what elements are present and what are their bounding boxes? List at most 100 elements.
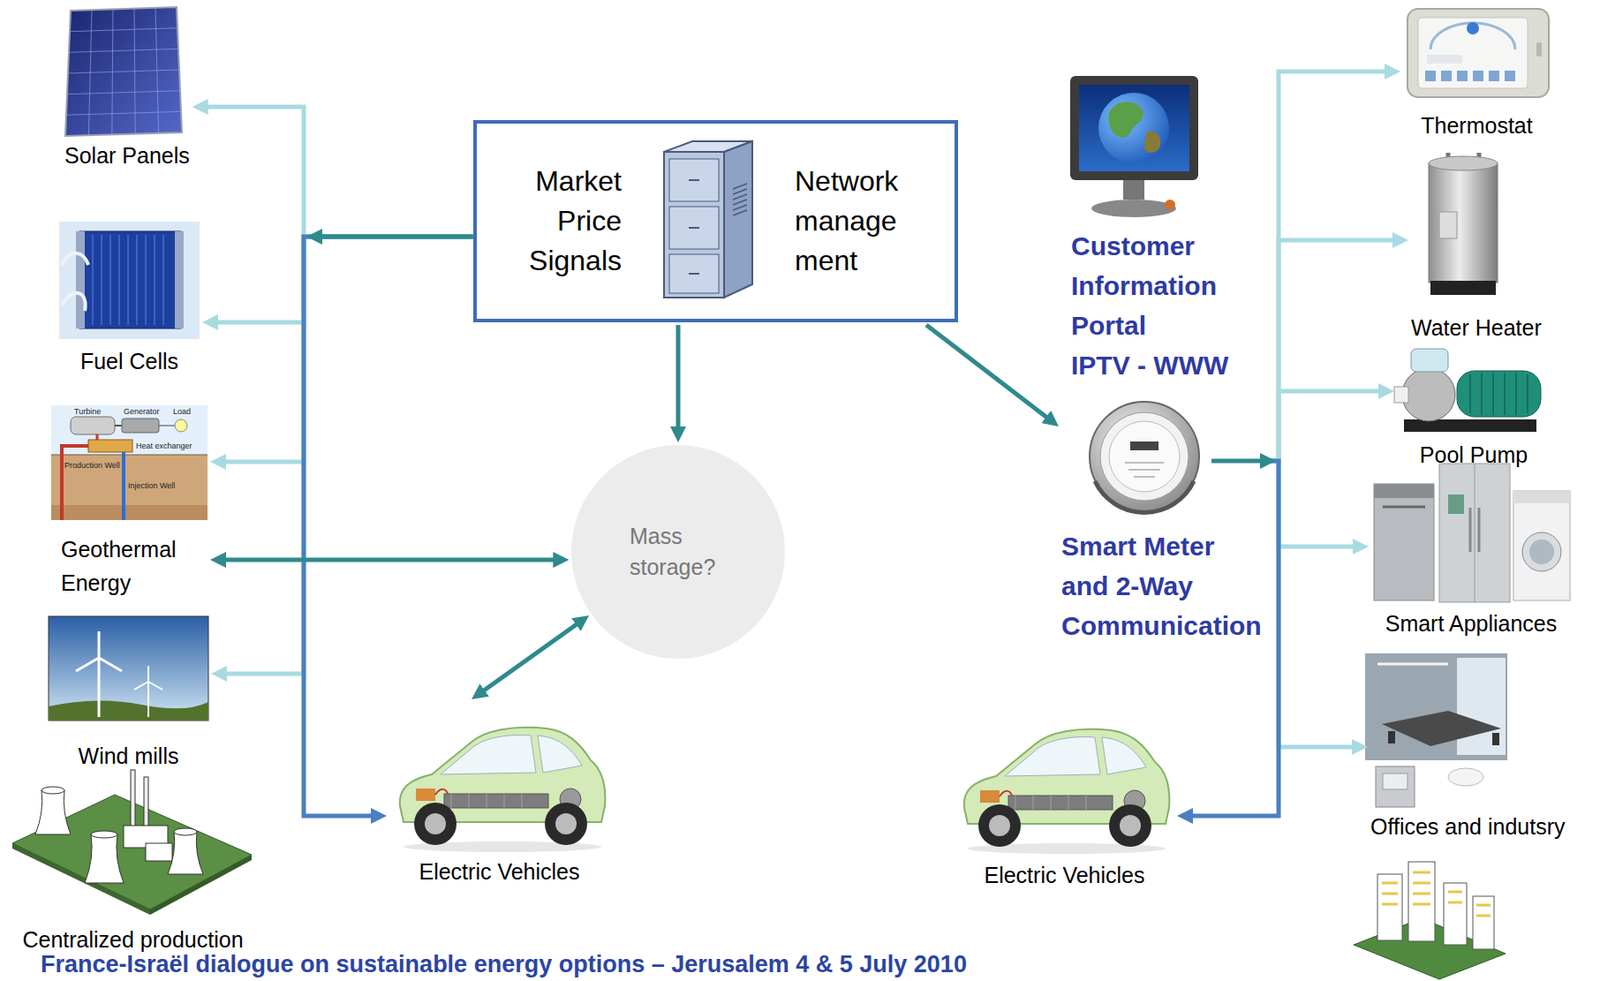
flow-arrow [220, 236, 474, 462]
circle-text: Mass storage? [629, 520, 727, 583]
water-heater-picture [1428, 152, 1498, 295]
geothermal-picture [174, 419, 188, 432]
thermostat-picture [1425, 70, 1436, 82]
vehicle-item: Electric Vehicles [954, 703, 1175, 889]
source-item: Geothermal Energy [51, 405, 208, 600]
trunk-arrow [316, 234, 473, 240]
thermostat-picture [1426, 54, 1463, 64]
geothermal-picture [51, 505, 208, 521]
fuel-cell-picture [59, 221, 200, 340]
part-label: Injection Well [128, 481, 175, 491]
source-item: Wind mills [48, 616, 209, 770]
control-box: Market Price Signals Network manage ment [473, 120, 959, 323]
item-caption: Wind mills [48, 742, 209, 770]
power-plant-picture [145, 843, 173, 861]
appliances-picture [1474, 463, 1476, 603]
office-picture [1381, 710, 1502, 747]
electric-car-picture [964, 729, 1170, 854]
flow-arrow [203, 106, 474, 237]
item-caption: Water Heater [1411, 314, 1542, 341]
appliances-picture [1448, 494, 1465, 514]
thermostat-picture [1466, 22, 1480, 35]
item-caption: Centralized production [11, 926, 255, 953]
smart-meter-picture [1094, 481, 1194, 513]
thermostat-picture [1407, 8, 1549, 98]
office-picture [1377, 663, 1449, 666]
appliances-picture [1382, 505, 1426, 509]
wind-turbine-picture [98, 657, 101, 717]
server-picture [724, 141, 753, 298]
load-item: Water Heater [1411, 152, 1542, 341]
monitor-picture [1144, 131, 1161, 153]
flow-arrow [1265, 240, 1398, 461]
geothermal-picture [51, 405, 208, 521]
item-caption: Smart Meter and 2-Way Communication [1061, 526, 1266, 646]
office-picture [1365, 653, 1508, 761]
pool-pump-picture [1411, 348, 1449, 372]
part-label: Load [173, 407, 191, 416]
fuel-cell-picture [92, 234, 164, 325]
monitor-picture [1070, 75, 1199, 218]
box-text: Network manage ment [794, 161, 914, 281]
fuel-cell-picture [59, 221, 200, 340]
geothermal-picture [51, 454, 208, 521]
wind-turbine-picture [134, 665, 163, 690]
smart-meter-picture [1089, 401, 1200, 513]
load-item: Pool Pump [1396, 347, 1551, 468]
item-caption: Electric Vehicles [954, 861, 1175, 889]
thermostat-picture [1418, 17, 1528, 89]
wind-turbine-picture [75, 631, 122, 672]
smart-meter-picture [1100, 412, 1189, 501]
geothermal-picture [158, 425, 175, 427]
power-plant-picture [41, 786, 65, 794]
appliances-picture [1373, 483, 1434, 499]
solar-panel-picture [66, 7, 182, 136]
pool-pump-picture [1402, 368, 1456, 422]
fuel-cell-picture [174, 231, 184, 329]
box-text: Market Price Signals [506, 161, 622, 281]
thermostat-picture [1536, 42, 1542, 57]
power-plant-picture [12, 769, 252, 915]
source-item: Solar Panels [64, 5, 190, 169]
solar-panel-picture [65, 7, 182, 136]
item-caption: IPTV - WWW [1071, 345, 1239, 385]
flow-arrow [221, 236, 474, 674]
office-picture [1375, 766, 1415, 808]
flow-arrow [212, 236, 474, 323]
office-picture [1492, 732, 1500, 746]
solar-panel-picture [65, 7, 182, 136]
part-label: Generator [123, 407, 160, 416]
geothermal-picture [114, 424, 122, 427]
part-label: Heat exchanger [135, 441, 193, 451]
wind-turbine-picture [48, 616, 209, 721]
office-picture [1456, 657, 1506, 755]
source-item: Fuel Cells [59, 221, 200, 375]
thermostat-picture [1472, 70, 1484, 82]
pool-pump-picture [1470, 372, 1528, 416]
wind-turbine-picture [48, 616, 209, 721]
fuel-cell-picture [61, 253, 89, 265]
thermostat-picture [1407, 8, 1549, 98]
city-picture [1353, 861, 1506, 980]
office-picture [1365, 653, 1508, 808]
flow-arrow [676, 324, 681, 432]
server-picture [732, 183, 748, 216]
item-caption: Electric Vehicles [389, 858, 610, 885]
load-item: Offices and indutsry [1370, 653, 1565, 840]
appliances-picture [1478, 507, 1481, 552]
office-picture [1388, 731, 1396, 744]
power-plant-picture [130, 769, 136, 832]
city-picture [1381, 872, 1491, 916]
item-caption: Customer Information Portal [1071, 226, 1239, 346]
monitor-picture [1098, 92, 1170, 164]
load-item: Smart Appliances [1371, 461, 1571, 637]
monitor-picture [1108, 101, 1143, 138]
fuel-cell-picture [75, 231, 85, 329]
thermostat-picture [1441, 70, 1452, 82]
item-caption: Solar Panels [64, 142, 190, 169]
appliances-picture [1513, 490, 1570, 504]
flow-arrow [303, 236, 474, 816]
monitor-picture [1070, 75, 1199, 181]
